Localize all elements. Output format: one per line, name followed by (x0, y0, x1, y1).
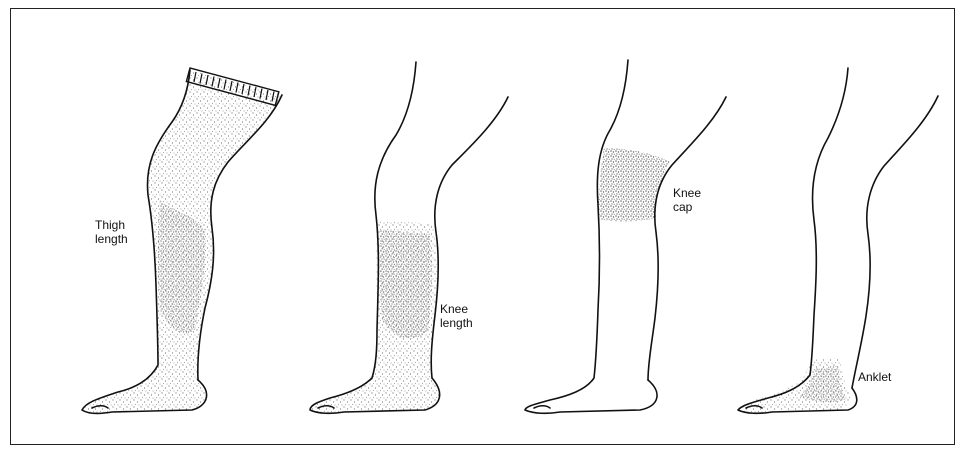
label-knee-cap: Knee cap (673, 186, 701, 214)
leg-front-outline (431, 97, 508, 378)
label-anklet: Anklet (858, 370, 891, 384)
label-knee-length: Knee length (440, 302, 473, 330)
leg-front-outline (648, 97, 726, 380)
leg-knee-cap (525, 60, 726, 413)
leg-front-outline (852, 96, 938, 388)
label-thigh-length: Thigh length (95, 218, 128, 246)
leg-anklet (738, 68, 938, 413)
stocking-knee-length-dense (380, 230, 432, 339)
leg-back-outline (525, 60, 657, 413)
stocking-knee-cap-fill (598, 148, 670, 221)
leg-knee-length (310, 62, 508, 413)
toe-line (534, 406, 550, 408)
